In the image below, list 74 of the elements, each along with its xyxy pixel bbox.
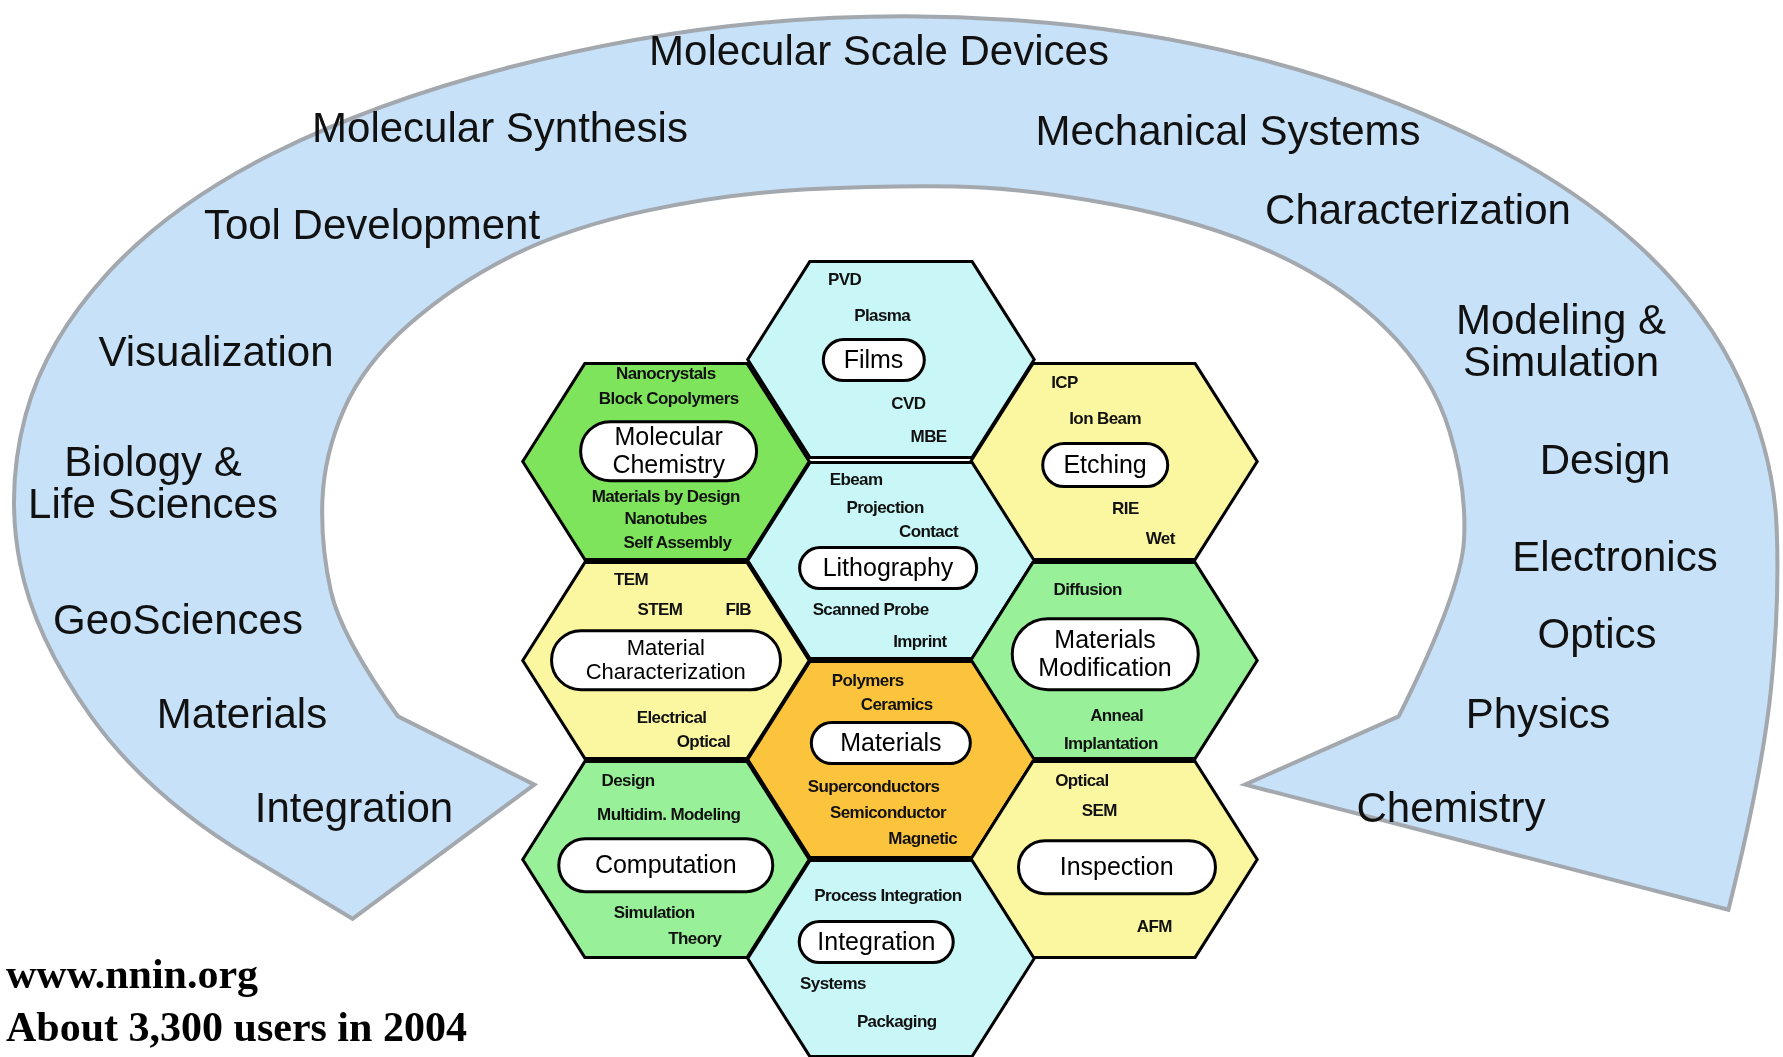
technique-label: Polymers xyxy=(831,671,904,692)
field-label: Physics xyxy=(1465,693,1611,735)
field-label: Mechanical Systems xyxy=(1035,110,1421,152)
technique-label: Implantation xyxy=(1063,733,1158,754)
technique-label: Semiconductor xyxy=(830,802,946,823)
technique-label: Superconductors xyxy=(807,776,940,797)
technique-label: Nanocrystals xyxy=(616,363,716,384)
field-label: Integration xyxy=(254,787,454,829)
technique-label: RIE xyxy=(1112,498,1139,519)
hexagon xyxy=(968,560,1259,760)
category-pill: Lithography xyxy=(798,546,978,590)
technique-label: Multidim. Modeling xyxy=(597,805,741,826)
note-text: www.nnin.org xyxy=(6,950,259,998)
technique-label: Plasma xyxy=(854,306,911,327)
technique-label: Systems xyxy=(800,973,866,994)
note-text: About 3,300 users in 2004 xyxy=(6,1003,467,1051)
category-pill: Materials Modification xyxy=(1010,617,1200,691)
field-label: Design xyxy=(1539,439,1671,481)
technique-label: Self Assembly xyxy=(623,532,732,553)
technique-label: MBE xyxy=(910,427,947,448)
technique-label: CVD xyxy=(891,393,926,414)
hexagon xyxy=(968,361,1259,561)
technique-label: Contact xyxy=(899,522,959,543)
category-pill: Integration xyxy=(798,920,955,964)
field-label: Biology & Life Sciences xyxy=(28,441,278,525)
technique-label: Ebeam xyxy=(829,470,883,491)
category-pill: Etching xyxy=(1041,442,1169,488)
technique-label: Optical xyxy=(1055,771,1109,792)
category-pill: Material Characterization xyxy=(549,629,782,691)
technique-label: STEM xyxy=(637,600,683,621)
technique-label: TEM xyxy=(613,570,648,591)
technique-label: Block Copolymers xyxy=(598,389,739,410)
technique-label: Electrical xyxy=(636,707,707,728)
field-label: Visualization xyxy=(98,331,334,373)
technique-label: SEM xyxy=(1081,801,1117,822)
category-pill: Molecular Chemistry xyxy=(578,420,759,482)
technique-label: Design xyxy=(601,771,655,792)
category-pill: Inspection xyxy=(1016,839,1217,895)
technique-label: Optical xyxy=(676,731,731,752)
technique-label: ICP xyxy=(1051,373,1078,394)
technique-label: FIB xyxy=(725,600,752,621)
technique-label: Materials by Design xyxy=(591,486,740,507)
technique-label: Nanotubes xyxy=(624,508,707,529)
technique-label: Ion Beam xyxy=(1069,409,1141,430)
technique-label: PVD xyxy=(827,270,862,291)
field-label: Electronics xyxy=(1512,536,1718,578)
category-pill: Computation xyxy=(557,837,775,893)
technique-label: Scanned Probe xyxy=(812,599,929,620)
technique-label: Wet xyxy=(1145,528,1175,549)
hexagon xyxy=(520,560,811,760)
technique-label: Process Integration xyxy=(814,886,962,907)
technique-label: Theory xyxy=(668,928,722,949)
technique-label: Projection xyxy=(846,498,924,519)
field-label: Chemistry xyxy=(1356,787,1546,829)
hexagon xyxy=(520,361,811,561)
technique-label: Imprint xyxy=(893,631,947,652)
field-label: Optics xyxy=(1537,613,1657,655)
hexagon xyxy=(968,759,1259,959)
field-label: Molecular Synthesis xyxy=(312,107,688,149)
category-pill: Materials xyxy=(809,721,973,765)
technique-label: Anneal xyxy=(1090,705,1144,726)
technique-label: Simulation xyxy=(613,902,695,923)
technique-label: Packaging xyxy=(856,1011,937,1032)
field-label: Tool Development xyxy=(203,204,541,246)
field-label: Characterization xyxy=(1265,189,1571,231)
field-label: Modeling & Simulation xyxy=(1454,299,1668,383)
field-label: Materials xyxy=(156,693,328,735)
technique-label: AFM xyxy=(1136,916,1172,937)
field-label: Molecular Scale Devices xyxy=(649,30,1109,72)
hexagon xyxy=(745,858,1036,1057)
technique-label: Ceramics xyxy=(860,695,933,716)
technique-label: Diffusion xyxy=(1053,580,1122,601)
field-label: GeoSciences xyxy=(53,599,303,641)
technique-label: Magnetic xyxy=(888,828,958,849)
